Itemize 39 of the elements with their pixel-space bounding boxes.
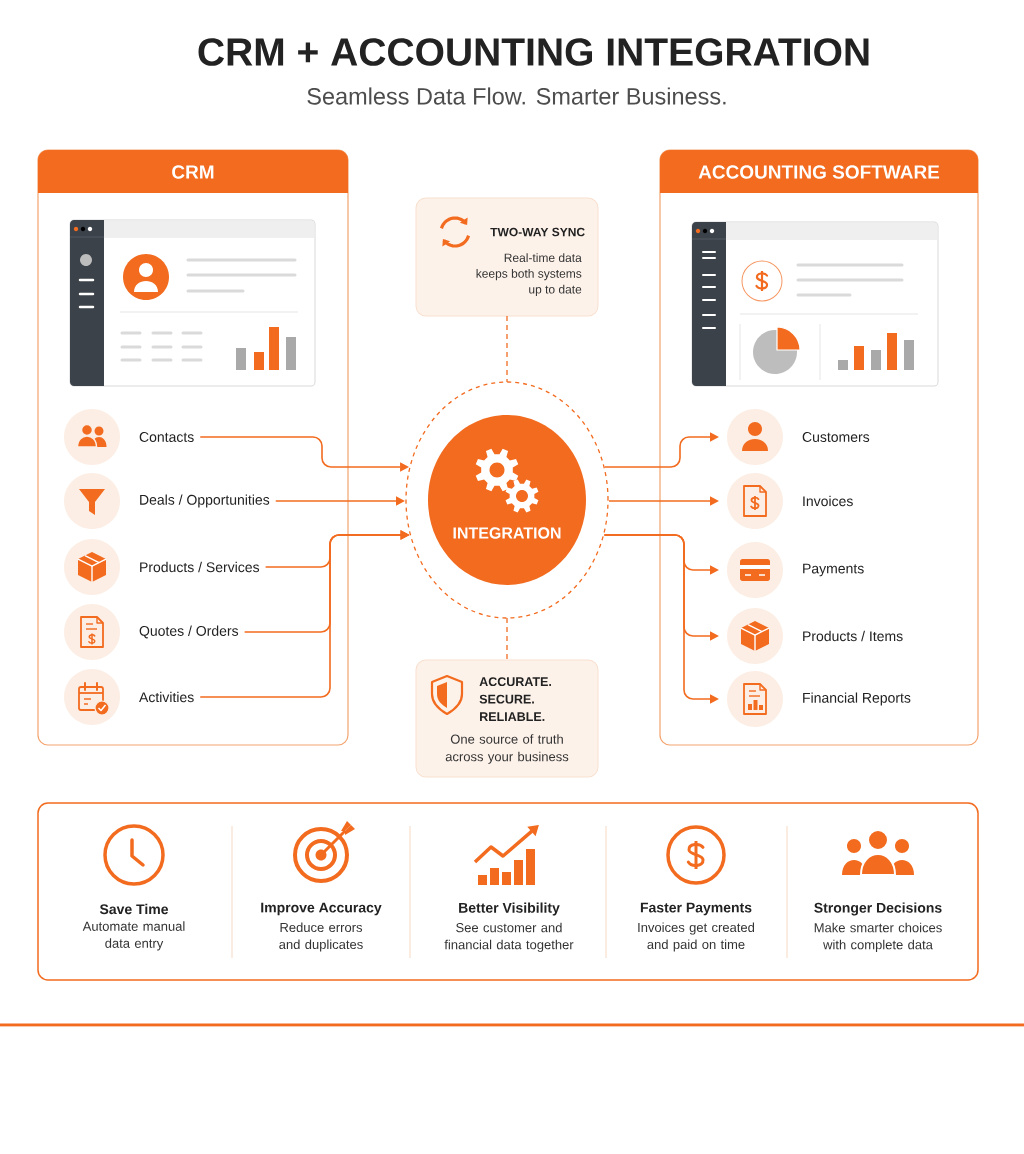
info-box: [415, 659, 599, 778]
integration-hub: INTEGRATION: [405, 381, 609, 619]
node-label: Quotes / Orders: [139, 625, 239, 639]
node-label: Activities: [139, 691, 194, 703]
panel-header: CRM: [38, 150, 348, 193]
box-heading: TWO-WAY SYNC: [490, 227, 585, 237]
node-label: Contacts: [139, 432, 194, 442]
benefit-heading: Save Time: [99, 903, 169, 915]
title: CRM + ACCOUNTING INTEGRATION: [198, 38, 869, 66]
box-text: One source of truth across your business: [445, 734, 569, 764]
box-text: Real-time data keeps both systems up to date: [476, 253, 582, 296]
node-label: Customers: [802, 432, 870, 442]
arrow: [199, 436, 409, 472]
benefit-heading: Stronger Decisions: [814, 902, 942, 916]
benefit-heading: Faster Payments: [640, 902, 752, 916]
node-label: Invoices: [803, 495, 853, 507]
node-label: Deals / Opportunities: [140, 494, 270, 508]
list-item: Quotes / Orders: [64, 604, 239, 660]
benefit-text: Automate manual data entry: [82, 921, 185, 951]
panel-header: ACCOUNTING SOFTWARE: [660, 150, 978, 193]
benefit-text: Invoices get created and paid on time: [638, 922, 755, 952]
list-item: Activities: [64, 669, 194, 725]
list-item: Financial Reports: [727, 671, 911, 727]
benefit-heading: Improve Accuracy: [261, 902, 382, 916]
box-heading: ACCURATE. SECURE. RELIABLE.: [479, 677, 551, 721]
subtitle: Seamless Data Flow. Smarter Business.: [307, 87, 726, 105]
node-label: Products / Items: [803, 630, 903, 642]
node-label: Financial Reports: [803, 692, 911, 706]
node-label: Products / Services: [140, 561, 260, 573]
node-label: Payments: [803, 563, 864, 577]
benefit-text: Reduce errors and duplicates: [279, 922, 363, 952]
dashed-line: [506, 617, 508, 661]
list-item: Invoices: [727, 473, 853, 529]
benefits-panel: [37, 802, 979, 981]
benefit-heading: Better Visibility: [459, 902, 560, 916]
benefit-text: See customer and financial data together: [444, 922, 574, 952]
info-box: [415, 197, 599, 317]
benefit-text: Make smarter choices with complete data: [814, 922, 942, 952]
dashed-line: [506, 315, 508, 383]
